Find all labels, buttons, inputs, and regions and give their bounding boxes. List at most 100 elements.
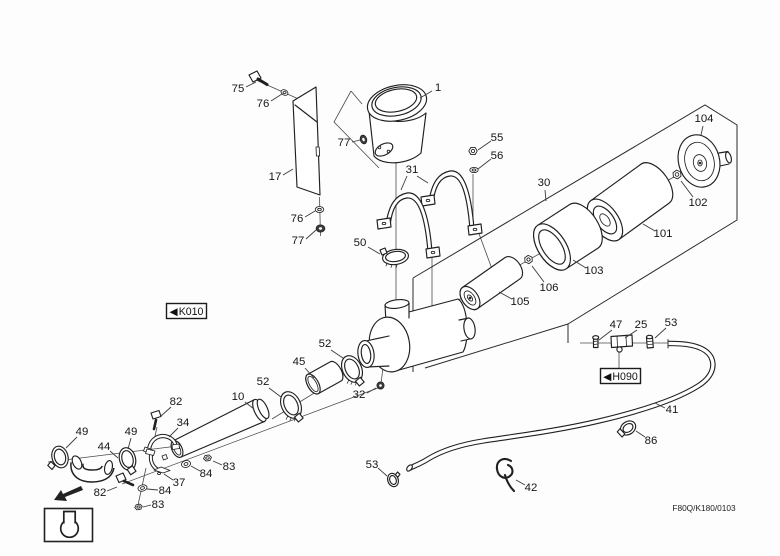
part-number-label: 53 — [665, 317, 678, 329]
part-number-label: 52 — [319, 338, 332, 350]
part-number-label: 10 — [232, 391, 245, 403]
callout-leader — [654, 402, 666, 409]
elbow-44 — [70, 455, 115, 483]
clamp-53-hose-end — [387, 471, 401, 488]
callout-leader — [212, 460, 223, 466]
ref-box-h090[interactable]: ◀H090 — [599, 367, 642, 385]
ref-arrow-icon: ◀ — [603, 371, 612, 383]
callout-leader — [367, 246, 381, 255]
ref-arrow-icon: ◀ — [170, 306, 179, 318]
washer-84-lower — [137, 484, 148, 492]
svg-text:◀K010: ◀K010 — [170, 306, 204, 318]
washer-84-right — [181, 460, 191, 468]
part-number-label: 30 — [538, 177, 551, 189]
callout-leader — [680, 180, 694, 198]
callout-leader — [127, 437, 132, 450]
part-number-label: 82 — [94, 487, 107, 499]
nut-83-right — [203, 454, 212, 462]
callout-leader — [544, 189, 547, 202]
end-cap-104 — [677, 134, 732, 188]
part-number-label: 76 — [291, 213, 304, 225]
part-number-label: 106 — [539, 282, 558, 294]
callout-leader — [477, 158, 492, 170]
part-number-label: 52 — [257, 376, 270, 388]
callout-leader — [598, 329, 613, 341]
callout-leader — [160, 406, 172, 417]
drawing-code: F80Q/K180/0103 — [672, 503, 736, 513]
callout-leader — [572, 259, 587, 269]
callout-leader — [142, 504, 152, 508]
bracket-37 — [145, 448, 171, 475]
pipe-10 — [170, 398, 270, 459]
callout-leader — [65, 436, 78, 449]
ref-box-k010[interactable]: ◀K010 — [165, 302, 208, 320]
clamp-49-right — [118, 447, 137, 476]
clamp-50 — [379, 247, 409, 269]
callout-leader — [146, 488, 159, 491]
hose-41 — [406, 339, 716, 472]
washer-76-lower — [314, 206, 325, 213]
washer-56 — [469, 166, 479, 174]
callout-leader — [163, 473, 174, 481]
part-number-label: 31 — [406, 164, 419, 176]
callout-leader — [190, 465, 201, 472]
part-number-label: 44 — [98, 441, 111, 453]
part-number-label: 50 — [354, 237, 367, 249]
element-105 — [459, 256, 524, 311]
part-number-label: 102 — [688, 197, 707, 209]
ref-code: K010 — [179, 306, 204, 318]
part-number-label: 105 — [510, 296, 529, 308]
callout-leader — [245, 81, 257, 88]
sleeve-45 — [305, 360, 344, 395]
callout-leader — [351, 139, 361, 143]
clamp-52-left — [279, 391, 304, 423]
heat-shield-17 — [292, 86, 321, 196]
ref-code: H090 — [612, 371, 637, 383]
part-number-label: 84 — [159, 485, 172, 497]
plug-47 — [592, 335, 600, 349]
callout-leader — [268, 387, 282, 398]
bolt-82-upper — [150, 409, 162, 431]
part-number-label: 42 — [525, 482, 538, 494]
bolt-75 — [248, 70, 269, 86]
grommet-77-upper — [359, 134, 368, 145]
hook-42 — [495, 457, 516, 493]
nut-102 — [672, 169, 682, 180]
part-number-label: 77 — [292, 235, 305, 247]
callout-leader — [654, 327, 667, 339]
callout-leader — [244, 401, 255, 410]
callout-leader — [531, 265, 545, 283]
part-number-label: 82 — [170, 396, 183, 408]
part-number-label: 84 — [200, 468, 213, 480]
nut-55 — [468, 146, 478, 156]
part-number-label: 49 — [125, 426, 138, 438]
clamp-86 — [616, 420, 637, 438]
callout-leader — [416, 175, 429, 184]
callouts-layer: 7576177177677315556301041021011031061055… — [65, 81, 714, 511]
part-number-label: 101 — [653, 228, 672, 240]
callout-leader — [477, 140, 492, 151]
callout-leader — [515, 479, 526, 486]
part-number-label: 32 — [353, 389, 366, 401]
svg-text:◀H090: ◀H090 — [603, 371, 638, 383]
callout-leader — [330, 349, 344, 359]
part-number-label: 17 — [269, 171, 282, 183]
clamp-53-fitting — [645, 334, 654, 349]
part-number-label: 103 — [584, 265, 603, 277]
part-number-label: 37 — [173, 477, 186, 489]
callout-leader — [400, 175, 408, 191]
part-number-label: 77 — [338, 137, 351, 149]
legend-box — [43, 507, 94, 543]
part-number-label: 34 — [177, 417, 190, 429]
direction-arrow-icon — [54, 486, 83, 501]
part-number-label: 86 — [645, 435, 658, 447]
inlet-cap-1 — [366, 84, 428, 164]
callout-leader — [700, 125, 704, 136]
grommet-32 — [376, 381, 385, 390]
callout-leader — [304, 210, 316, 218]
callout-leader — [168, 427, 179, 438]
part-number-label: 55 — [491, 132, 504, 144]
muffler-icon — [59, 510, 80, 539]
callout-leader — [305, 229, 317, 240]
